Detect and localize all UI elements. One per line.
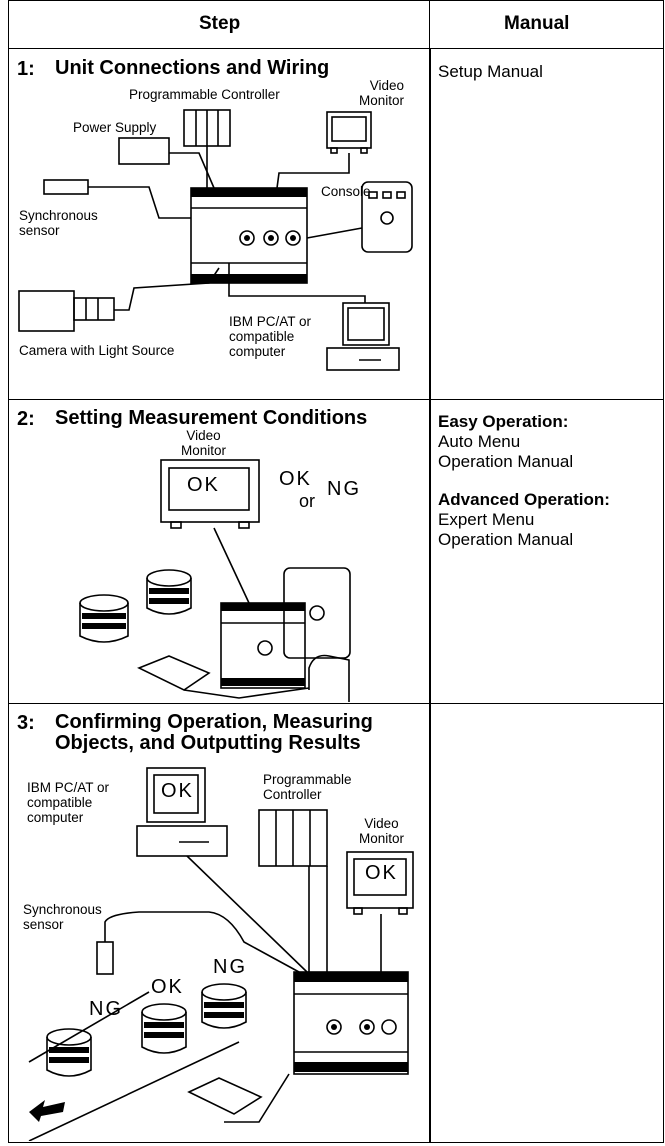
manual-advanced-line1: Expert Menu [438,510,535,529]
label-video-monitor: Video Monitor [359,816,405,846]
step-2-cell: 2: Setting Measurement Conditions [8,398,431,704]
step-1-cell: 1: Unit Connections and Wiring [8,48,431,400]
video-monitor-icon [160,459,260,523]
camera-icon [137,655,211,691]
power-supply-icon [118,137,170,165]
step-3-illustration [28,767,414,1141]
sync-sensor-icon [96,941,114,975]
step-1-illustration [18,109,413,371]
controller-unit-icon [293,971,409,1075]
sync-sensor-icon [43,179,89,195]
header-manual: Manual [504,13,570,34]
monitor-screen-ok: OK [187,474,220,496]
camera-icon [187,1077,263,1115]
step-2-illustration [79,459,351,702]
manual-advanced-line2: Operation Manual [438,530,574,549]
label-ng-left: NG [89,998,123,1020]
step-1-title: Unit Connections and Wiring [55,57,330,79]
pc-screen-ok: OK [161,780,194,802]
computer-icon [342,302,390,346]
console-icon [361,181,413,253]
header-step: Step [199,13,241,34]
label-console: Console [321,184,371,199]
manual-setup: Setup Manual [438,62,543,81]
manual-easy-heading: Easy Operation: [438,412,569,431]
label-computer: IBM PC/AT or compatible computer [27,780,110,825]
label-sync-sensor: Synchronous sensor [19,208,98,238]
step-3-cell: 3: Confirming Operation, Measuring Objec… [8,702,431,1143]
step-3-title-line1: Confirming Operation, Measuring [55,711,373,733]
label-computer: IBM PC/AT or compatible computer [229,314,312,359]
header-manual-cell: Manual [429,0,664,49]
controller-unit-icon [220,602,306,689]
label-camera: Camera with Light Source [19,343,175,358]
direction-arrow-icon [29,1100,65,1122]
step-3-title-line2: Objects, and Outputting Results [55,732,361,754]
label-power-supply: Power Supply [73,120,157,135]
label-video-monitor: Video Monitor [359,78,405,108]
label-ng-right: NG [213,956,247,978]
header-step-cell: Step [8,0,431,49]
label-sync-sensor: Synchronous sensor [23,902,102,932]
manual-3-cell [429,702,664,1143]
manual-advanced-heading: Advanced Operation: [438,490,610,509]
console-icon [283,567,351,659]
step-2-title: Setting Measurement Conditions [55,407,368,429]
monitor-screen-ok: OK [365,862,398,884]
step-1-number: 1: [17,58,35,80]
hand-icon [308,654,350,702]
step-2-number: 2: [17,408,35,430]
label-video-monitor: Video Monitor [181,428,227,458]
label-ng: NG [327,478,361,500]
label-ok: OK [279,468,312,490]
label-plc: Programmable Controller [129,87,280,102]
step-3-number: 3: [17,712,35,734]
computer-icon [146,767,206,823]
label-or: or [299,491,316,511]
video-monitor-icon [346,851,414,909]
manual-easy-line1: Auto Menu [438,432,521,451]
manual-1-cell: Setup Manual [429,48,664,400]
procedure-table: Step Manual 1: Unit Connections and Wiri… [8,0,664,1143]
label-ok-mid: OK [151,976,184,998]
video-monitor-icon [326,111,372,149]
camera-icon [18,290,75,332]
label-plc: Programmable Controller [263,772,352,802]
manual-easy-line2: Operation Manual [438,452,574,471]
controller-unit-icon [190,187,308,284]
manual-2-cell: Easy Operation: Auto Menu Operation Manu… [429,398,664,704]
